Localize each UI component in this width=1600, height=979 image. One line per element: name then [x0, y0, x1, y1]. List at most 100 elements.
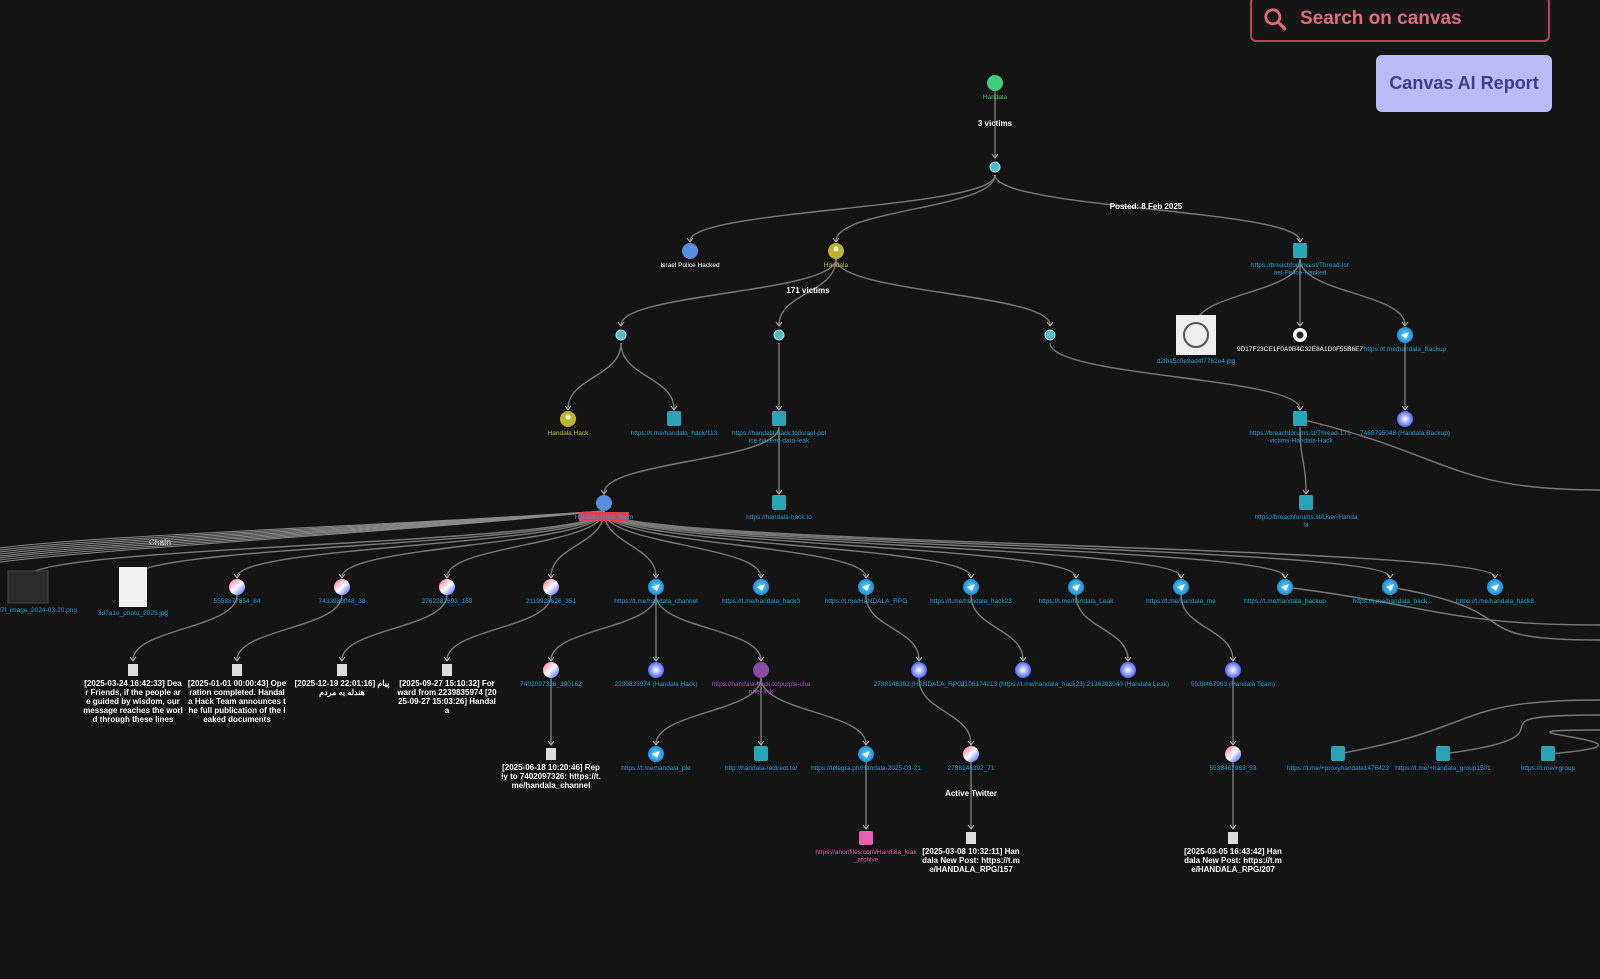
node-doc[interactable] [232, 664, 242, 676]
node-teal[interactable]: https://t.me/+handala_group1501 [1395, 746, 1491, 772]
node-teal[interactable]: https://handala-hack.to [746, 495, 812, 521]
node-teal[interactable]: https://t.me/+proxyhandala1476423 [1287, 746, 1389, 772]
edge-hub2-tme113 [620, 342, 675, 410]
node-tgu[interactable]: 2239835974 (Handala Hack) [614, 662, 698, 688]
node-blue[interactable]: Handala Hack Team [575, 495, 633, 521]
node-label: https://breachforums.st/Thread-171-victi… [1249, 430, 1351, 445]
node-hub[interactable] [615, 329, 627, 341]
node-shot[interactable]: 0b9e2d7f_image_2024-03-20.png [0, 570, 77, 614]
node-person[interactable]: Handala [824, 243, 849, 269]
node-pink[interactable]: 5538467963_53 [1210, 746, 1257, 772]
target-icon [987, 75, 1003, 91]
node-blue[interactable]: Israel Police Hacked [660, 243, 720, 269]
node-doc[interactable] [337, 664, 347, 676]
telegram-user-icon [1120, 662, 1136, 678]
node-doc[interactable] [1228, 832, 1238, 844]
node-hub[interactable] [773, 329, 785, 341]
node-tg[interactable]: https://t.me/handala_channel [614, 579, 698, 605]
node-label: https://t.me/handala_backup [1244, 598, 1326, 605]
node-pink[interactable]: 2119928626_351 [526, 579, 577, 605]
edge-label: Posted: 8 Feb 2025 [1110, 202, 1183, 211]
link-icon [1299, 495, 1313, 510]
node-pink[interactable]: 2788146392_71 [948, 746, 995, 772]
node-tg[interactable]: https://t.me/handala_backup [1244, 579, 1326, 605]
node-label: 5558877854_84 [214, 598, 261, 605]
node-tgu[interactable]: 5538467963 (Handala Team) [1191, 662, 1275, 688]
node-hash[interactable]: 9D17F23CE1F0A9B4C32E8A1D0F55B6E7 [1237, 328, 1363, 353]
node-tgu[interactable]: 2788146392 (HANDALA_RPG) [874, 662, 965, 688]
node-tgu[interactable]: 2136303040 (Handala Leak) [1087, 662, 1169, 688]
edge-team-p3 [446, 510, 605, 578]
node-doc[interactable] [442, 664, 452, 676]
edge-arrow [1302, 489, 1310, 495]
node-teal[interactable]: https://t.me/+group [1521, 746, 1576, 772]
message-text: [2025-12-19 22:01:16] پیام هندله به مردم [294, 679, 390, 697]
node-doc[interactable] [128, 664, 138, 676]
edge-arrow [862, 573, 870, 579]
node-tgu[interactable]: 7468795048 (Handala Backup) [1360, 411, 1450, 437]
node-teal[interactable]: https://breachforums.st/Thread-171-victi… [1249, 411, 1351, 445]
channel-icon [753, 662, 769, 678]
node-doc[interactable] [966, 832, 976, 844]
node-tg[interactable]: https://t.me/handala_ple [621, 746, 691, 772]
node-label: https://anonfiles.com/Handala_leak_archi… [815, 849, 917, 864]
edge-p2-d2 [236, 594, 343, 661]
link-icon [667, 411, 681, 426]
node-person[interactable]: Handala Hack [548, 411, 590, 437]
edge-hub1-police [689, 174, 996, 242]
node-pink[interactable]: 7402097326_390162 [520, 662, 582, 688]
edge-arrow [652, 656, 660, 662]
node-image[interactable]: d2fba5c0e9ad4f7762e4.jpg [1157, 315, 1236, 365]
node-hub[interactable] [989, 161, 1001, 173]
node-paper[interactable]: 3d7a1e_photo_2025.jpg [98, 567, 169, 617]
document-icon [1228, 832, 1238, 844]
edge-arrow [564, 405, 572, 411]
telegram-user-icon [648, 662, 664, 678]
telegram-user-icon [911, 662, 927, 678]
edge-arrow [991, 153, 999, 159]
node-tg[interactable]: https://t.me/handala_me [1146, 579, 1216, 605]
node-tg[interactable]: https://t.me/handala_Leak [1039, 579, 1115, 605]
message-text: [2025-01-01 00:00:43] Operation complete… [187, 679, 287, 724]
node-tg[interactable]: https://t.me/handala_hack23 [930, 579, 1012, 605]
node-tg[interactable]: https://telegra.ph/Handala-2025-03-21 [811, 746, 921, 772]
node-hub[interactable] [1044, 329, 1056, 341]
node-pink[interactable]: 7433989048_38 [319, 579, 366, 605]
node-tg[interactable]: https://t.me/handala_back [1353, 579, 1428, 605]
edge-team-t2 [603, 510, 762, 578]
message-icon [963, 746, 979, 762]
edge-bf1-tgbackup [1299, 258, 1406, 326]
node-label: https://t.me/handala_Backup [1364, 346, 1447, 353]
document-icon [966, 832, 976, 844]
node-pink[interactable]: 5558877854_84 [214, 579, 261, 605]
node-tg[interactable]: https://t.me/handala_Backup [1364, 327, 1447, 353]
node-teal[interactable]: https://t.me/handala_hack/113 [631, 411, 718, 437]
node-teal[interactable]: http://handala-redirect.to/ [725, 746, 797, 772]
search-box[interactable] [1250, 0, 1550, 42]
edge-arrow [1296, 405, 1304, 411]
node-tgu[interactable]: 2106174213 (https://t.me/handala_hack23) [961, 662, 1085, 688]
node-tg[interactable]: https://t.me/HANDALA_RPG [825, 579, 907, 605]
search-input[interactable] [1298, 7, 1532, 31]
node-green[interactable]: Handala [983, 75, 1008, 101]
message-icon [439, 579, 455, 595]
edge-team-shot1 [27, 510, 605, 578]
node-pink[interactable]: 2762282693_160 [422, 579, 473, 605]
node-tg[interactable]: https://t.me/handala_hack8 [1456, 579, 1534, 605]
canvas-ai-report-button[interactable]: Canvas AI Report [1376, 55, 1552, 112]
edge-team-t6 [603, 510, 1182, 578]
node-tg[interactable]: https://t.me/handala_hack0 [722, 579, 800, 605]
edge-hub4-bf2 [1049, 342, 1301, 410]
node-pinksq[interactable]: https://anonfiles.com/Handala_leak_archi… [815, 831, 917, 864]
node-label: 7402097326_390162 [520, 681, 582, 688]
node-doc[interactable] [546, 748, 556, 760]
edge-arrow [862, 824, 870, 830]
edge-offscreen [1442, 714, 1600, 755]
